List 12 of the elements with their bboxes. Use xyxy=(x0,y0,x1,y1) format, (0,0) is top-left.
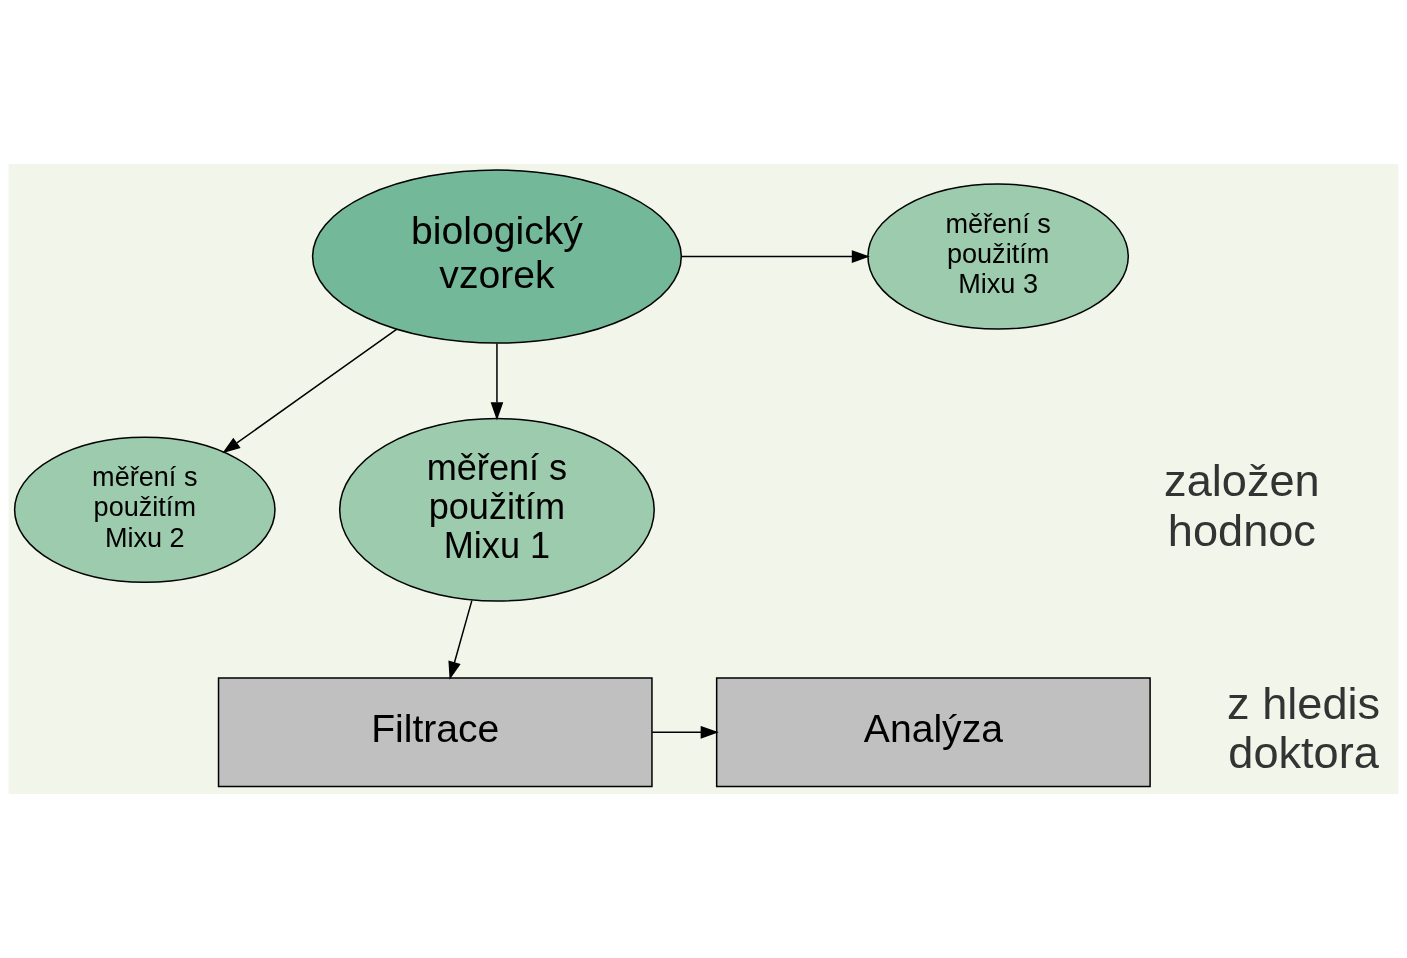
node-ellipse: biologický vzorek xyxy=(311,169,683,344)
arrow xyxy=(651,725,719,739)
node-ellipse: měření s použitím Mixu 1 xyxy=(338,417,655,602)
label: založen hodnoc xyxy=(1164,455,1320,556)
label: z hledis doktora xyxy=(1227,677,1381,779)
arrow xyxy=(490,342,504,421)
node-ellipse: měření s použitím Mixu 3 xyxy=(867,183,1129,330)
arrow xyxy=(680,250,870,263)
node-box: Filtrace xyxy=(217,677,653,788)
arrow xyxy=(222,328,398,454)
arrow xyxy=(448,599,473,680)
node-box: Analýza xyxy=(715,677,1151,788)
